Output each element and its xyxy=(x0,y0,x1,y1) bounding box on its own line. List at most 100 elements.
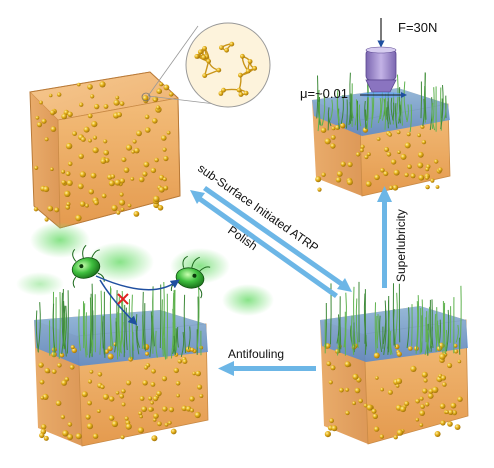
brush-strand xyxy=(351,315,355,356)
brush-strand xyxy=(174,328,178,355)
particle xyxy=(386,152,392,157)
particle xyxy=(408,346,413,351)
particle xyxy=(143,161,150,168)
brush-strand xyxy=(52,303,56,353)
particle xyxy=(430,178,435,183)
brush-strand xyxy=(37,302,41,352)
particle xyxy=(152,418,157,422)
brush-strand xyxy=(420,299,424,354)
particle xyxy=(113,99,120,106)
particle xyxy=(96,409,101,413)
particle xyxy=(48,93,53,98)
brush-strand xyxy=(109,286,112,349)
particle xyxy=(77,183,84,190)
crosslink-node xyxy=(201,54,207,60)
particle xyxy=(72,131,77,137)
brush-strand xyxy=(114,321,117,353)
particle xyxy=(50,167,54,171)
particle xyxy=(330,365,336,371)
particle xyxy=(366,404,373,411)
particle xyxy=(331,425,338,432)
crosslink-node xyxy=(221,87,226,93)
brush-strand xyxy=(349,93,352,124)
brush-strand xyxy=(125,307,128,351)
particle xyxy=(43,186,50,193)
particle xyxy=(142,380,148,386)
particle xyxy=(65,204,71,210)
particle xyxy=(79,171,86,178)
particle xyxy=(41,118,47,124)
particle xyxy=(439,403,446,410)
brush-strand xyxy=(364,334,367,355)
brush-strand xyxy=(58,291,61,359)
brush-strand xyxy=(317,99,321,124)
particle xyxy=(88,138,92,143)
brush-strand xyxy=(103,291,106,358)
brush-strand xyxy=(364,100,368,130)
particle xyxy=(400,406,406,413)
particle xyxy=(83,126,90,133)
particle xyxy=(70,345,75,350)
brush-strand xyxy=(431,103,436,131)
particle xyxy=(151,435,158,442)
brush-strand xyxy=(459,285,462,350)
crosslink-node xyxy=(197,49,203,55)
brush-strand xyxy=(128,299,131,359)
particle xyxy=(101,193,107,199)
particle xyxy=(159,82,164,87)
particle xyxy=(397,150,401,154)
particle xyxy=(79,201,86,207)
bacteria-group xyxy=(16,222,274,326)
particle xyxy=(152,118,158,124)
particle xyxy=(400,153,407,160)
particle xyxy=(404,172,409,178)
particle xyxy=(410,365,417,372)
particle xyxy=(60,414,66,420)
particle xyxy=(346,179,353,186)
particle xyxy=(120,435,125,440)
brush-strand xyxy=(196,285,200,348)
brush-strand xyxy=(166,293,168,359)
brush-strand xyxy=(123,304,126,358)
particle xyxy=(424,175,430,180)
particle xyxy=(107,353,114,360)
particle xyxy=(395,378,403,385)
particle xyxy=(64,376,70,382)
process-arrows xyxy=(190,186,392,376)
brush-strand xyxy=(455,324,459,343)
particle xyxy=(324,138,331,145)
particle xyxy=(110,174,116,179)
particle xyxy=(85,414,91,420)
particle xyxy=(118,199,126,206)
brush-strand xyxy=(381,98,386,121)
particle xyxy=(420,124,425,129)
crosslink-node xyxy=(238,72,243,78)
brush-strand xyxy=(180,331,185,358)
particle xyxy=(150,382,156,387)
particle xyxy=(43,435,49,441)
particle xyxy=(115,95,120,100)
particle xyxy=(347,161,353,168)
brush-strand xyxy=(329,99,333,121)
particle xyxy=(317,187,322,192)
particle xyxy=(61,180,66,185)
particle xyxy=(394,344,400,350)
particle xyxy=(103,149,109,156)
particle xyxy=(125,144,133,151)
brush-strand xyxy=(61,300,65,355)
particle xyxy=(138,176,145,183)
particle xyxy=(87,113,93,119)
antifouling-arrow xyxy=(218,361,316,376)
brush-strand xyxy=(353,286,356,347)
brush-strand xyxy=(449,306,452,343)
particle xyxy=(425,167,430,172)
brush-strand xyxy=(344,323,347,348)
particle xyxy=(47,205,54,212)
particle xyxy=(150,400,154,405)
brush-strand xyxy=(395,103,398,129)
particle xyxy=(168,407,175,413)
particle xyxy=(453,343,458,348)
particle xyxy=(421,139,427,145)
particle xyxy=(173,367,179,374)
particle xyxy=(167,420,172,425)
